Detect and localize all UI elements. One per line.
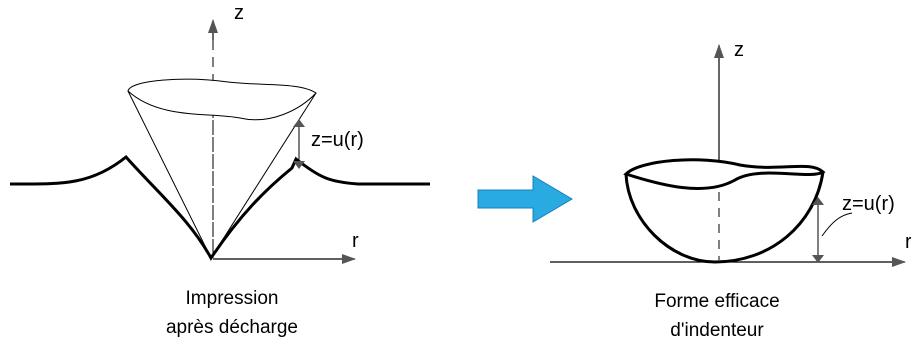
left-z-label: z bbox=[234, 2, 244, 24]
right-figure: z r z=u(r) Forme efficace d'indenteur bbox=[550, 39, 911, 341]
right-dimension-leader bbox=[821, 212, 853, 237]
right-r-label: r bbox=[905, 231, 911, 253]
right-z-label: z bbox=[734, 39, 744, 61]
right-caption-line2: d'indenteur bbox=[670, 320, 764, 341]
right-caption-line1: Forme efficace bbox=[654, 291, 779, 312]
left-figure: z r z=u(r) Impression après décharge bbox=[9, 2, 430, 338]
left-r-label: r bbox=[352, 230, 359, 252]
left-dimension-label: z=u(r) bbox=[311, 129, 364, 151]
left-impression-surface bbox=[9, 154, 430, 261]
left-cone-top bbox=[127, 78, 317, 121]
left-caption-line1: Impression bbox=[186, 288, 279, 309]
transition-arrow bbox=[477, 175, 573, 223]
left-caption-line2: après décharge bbox=[166, 317, 298, 338]
right-indenter-rim bbox=[623, 158, 826, 190]
right-dimension-label: z=u(r) bbox=[842, 193, 895, 215]
